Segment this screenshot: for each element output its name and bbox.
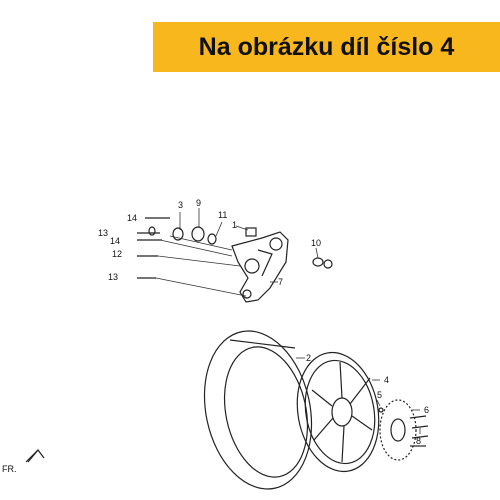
- callout-1: 1: [232, 220, 237, 230]
- leader-lines: [155, 208, 421, 434]
- front-direction-arrow: [25, 449, 45, 463]
- bolts-left: [137, 217, 333, 279]
- callout-7: 7: [278, 277, 283, 287]
- callout-12: 12: [112, 249, 122, 259]
- callout-9: 9: [196, 198, 201, 208]
- callout-3: 3: [178, 200, 183, 210]
- callout-4: 4: [384, 375, 389, 385]
- callout-11: 11: [218, 210, 227, 220]
- brake-disc: [378, 399, 429, 461]
- callout-5: 5: [377, 390, 382, 400]
- swing-arm-bracket: [231, 231, 289, 303]
- callout-13a: 13: [98, 228, 108, 238]
- wheel-rim: [296, 351, 380, 473]
- banner-text: Na obrázku díl číslo 4: [198, 32, 455, 61]
- callout-6: 6: [424, 405, 429, 415]
- callout-13b: 13: [108, 272, 118, 282]
- callout-10: 10: [311, 238, 321, 248]
- callout-14b: 14: [110, 236, 120, 246]
- callout-8: 8: [416, 436, 421, 446]
- callout-2: 2: [306, 353, 311, 363]
- part-number-banner: Na obrázku díl číslo 4: [153, 22, 500, 72]
- callout-14a: 14: [127, 213, 137, 223]
- direction-label: FR.: [2, 464, 17, 474]
